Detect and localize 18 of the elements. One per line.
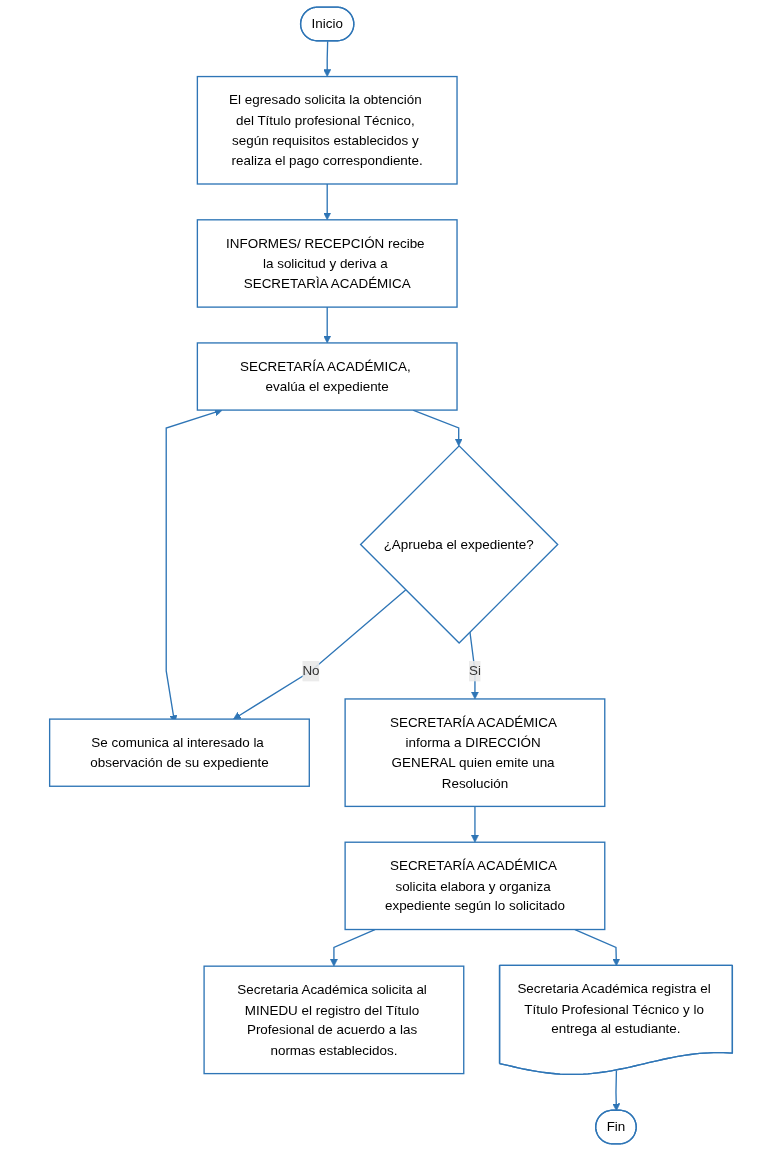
arrow [330, 928, 376, 967]
node-box: Secretaria Académica solicita al MINEDU el registro del Título Profesional de acuerdo a las normas establecidos. [203, 965, 465, 1075]
arrow [323, 183, 332, 221]
arrow [471, 805, 479, 843]
arrow [612, 1069, 621, 1112]
node-box: Se comunica al interesado la observación de su expediente [48, 718, 310, 787]
edge-label: No [302, 662, 320, 678]
edge-label: Si [468, 662, 481, 678]
node-diamond: ¿Aprueba el expediente? [359, 444, 559, 644]
node-box: El egresado solicita la obtención del Título profesional Técnico, según requisitos establecidos y realiza el pago correspondiente. [196, 75, 458, 185]
node-box: SECRETARÍA ACADÉMICA, evalúa el expediente [196, 342, 458, 411]
arrow [469, 631, 479, 700]
node-box: SECRETARÍA ACADÉMICA informa a DIRECCIÓN GENERAL quien emite una Resolución [344, 698, 606, 808]
arrow [233, 589, 407, 720]
arrow [323, 306, 332, 344]
node-box: INFORMES/ RECEPCIÓN recibe la solicitud y deriva a SECRETARÌA ACADÉMICA [196, 219, 458, 308]
node-box: SECRETARÍA ACADÉMICA solicita elabora y organiza expediente según lo solicitado [344, 841, 606, 931]
arrow [323, 40, 332, 77]
